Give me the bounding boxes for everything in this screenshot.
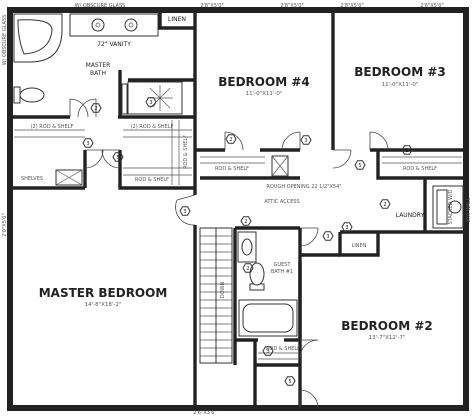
bedroom3-closet-wall (376, 150, 466, 180)
door-tag-label: 2 (94, 106, 97, 112)
door-tag: 2 (240, 216, 252, 226)
vanity-counter (69, 13, 159, 37)
door-tag: 5 (112, 152, 124, 162)
guest-bath-label: GUEST (274, 262, 292, 268)
window-dim: 2'8"X5'0" (280, 3, 304, 9)
corner-tub (13, 13, 63, 63)
staircase (199, 227, 233, 364)
door-tag-label: 3 (266, 349, 269, 355)
door-tag: 3 (82, 138, 94, 148)
door-tag: 2 (90, 103, 102, 113)
linen-right-label: LINEN (352, 243, 367, 249)
rod-shelf-label: (2) ROD & SHELF (131, 124, 174, 130)
closet-wall (118, 150, 195, 190)
master-closet-shelves (14, 120, 192, 186)
door-tag: 3 (300, 135, 312, 145)
door-tag: 3 (341, 222, 353, 232)
bedroom4-closet (200, 155, 289, 177)
bedroom2-closet-shelf (258, 352, 298, 360)
laundry-machines (432, 185, 464, 229)
guest-vanity (237, 231, 257, 263)
door-tag-label: 3 (304, 138, 307, 144)
master-bedroom-name: MASTER BEDROOM (39, 286, 168, 300)
door-tag-label: 3 (345, 225, 348, 231)
linen-wall (158, 10, 195, 30)
door-tag: 3 (179, 206, 191, 216)
door-tag-label: 3 (86, 141, 89, 147)
door-tag: 2 (225, 134, 237, 144)
door-tag-label: 3 (183, 209, 186, 215)
rod-shelf-label: ROD & SHELF (403, 166, 437, 172)
bedroom2-name: BEDROOM #2 (341, 319, 432, 333)
door-tag: 2 (379, 199, 391, 209)
attic-access-label: ATTIC ACCESS (264, 199, 299, 205)
door-tag-label: 2 (229, 137, 232, 143)
window-dim: 2'6"X5'0" (420, 3, 444, 9)
rough-opening-label: ROUGH OPENING 22 1/2"X54" (266, 184, 341, 190)
bedroom3-dims: 11'-0"X11'-0" (382, 82, 419, 88)
stacked-wd-label: STACKED W/D (448, 189, 454, 224)
master-bath-label: MASTER (86, 62, 111, 69)
window-dim: 2'0"X5'0" (2, 213, 8, 237)
master-bath-label: BATH (90, 70, 106, 77)
door-tag: 5 (284, 376, 296, 386)
door-tag-label: 5 (288, 379, 291, 385)
bedroom4-dims: 11'-0"X11'-0" (246, 91, 283, 97)
door-tag-label: 5 (116, 155, 119, 161)
door-tag-label: 5 (358, 163, 361, 169)
door-tag: 3 (145, 97, 157, 107)
bedroom3-name: BEDROOM #3 (354, 65, 445, 79)
door-tag-label: 3 (149, 100, 152, 106)
door-tag-label: 2 (405, 148, 408, 154)
door-tag-label: 2 (246, 266, 249, 272)
window-dim: 2'8"X5'0" (340, 3, 364, 9)
door-tag: 3 (322, 231, 334, 241)
guest-tub (238, 299, 298, 337)
bedroom4-name: BEDROOM #4 (218, 75, 309, 89)
shelves-label: SHELVES (21, 176, 43, 182)
bedroom3-closet (382, 156, 462, 164)
laundry-label: LAUNDRY (396, 212, 425, 219)
linen-closet-wall (338, 232, 380, 257)
door-tag: 2 (242, 263, 254, 273)
shower (121, 81, 183, 115)
guest-toilet (249, 262, 265, 291)
window-dim: 2'6"X3'6" (193, 410, 217, 416)
guest-bath-label: BATH #1 (271, 269, 293, 275)
window-dim: 2'8"X5'0" (200, 3, 224, 9)
door-tag: 3 (262, 346, 274, 356)
rod-shelf-label: ROD & SHELF (135, 177, 169, 183)
door-tag-label: 3 (326, 234, 329, 240)
door-tag-label: 2 (244, 219, 247, 225)
master-toilet (13, 86, 45, 104)
bedroom2-dims: 13'-7"X12'-7" (369, 335, 406, 341)
rod-shelf-label: ROD & SHELF (266, 346, 300, 352)
door-tag: 2 (401, 145, 413, 155)
top-wall-note: W/ OBSCURE GLASS (75, 3, 126, 9)
vanity-label: 72" VANITY (97, 41, 131, 48)
right-wall-note: 2X6 WALL (466, 197, 472, 222)
left-wall-note: W/ OBSCURE GLASS (2, 15, 8, 66)
rod-shelf-label: ROD & SHELF (215, 166, 249, 172)
door-swings (69, 98, 389, 409)
door-tag: 5 (354, 160, 366, 170)
down-label: DOWN (220, 282, 226, 299)
rod-shelf-label: (2) ROD & SHELF (31, 124, 74, 130)
door-tag-label: 2 (383, 202, 386, 208)
master-bedroom-dims: 14'-8"X18'-2" (85, 302, 122, 308)
linen-top-label: LINEN (168, 16, 186, 23)
rod-shelf-label: ROD & SHELF (183, 135, 189, 169)
exterior-wall (7, 7, 469, 411)
